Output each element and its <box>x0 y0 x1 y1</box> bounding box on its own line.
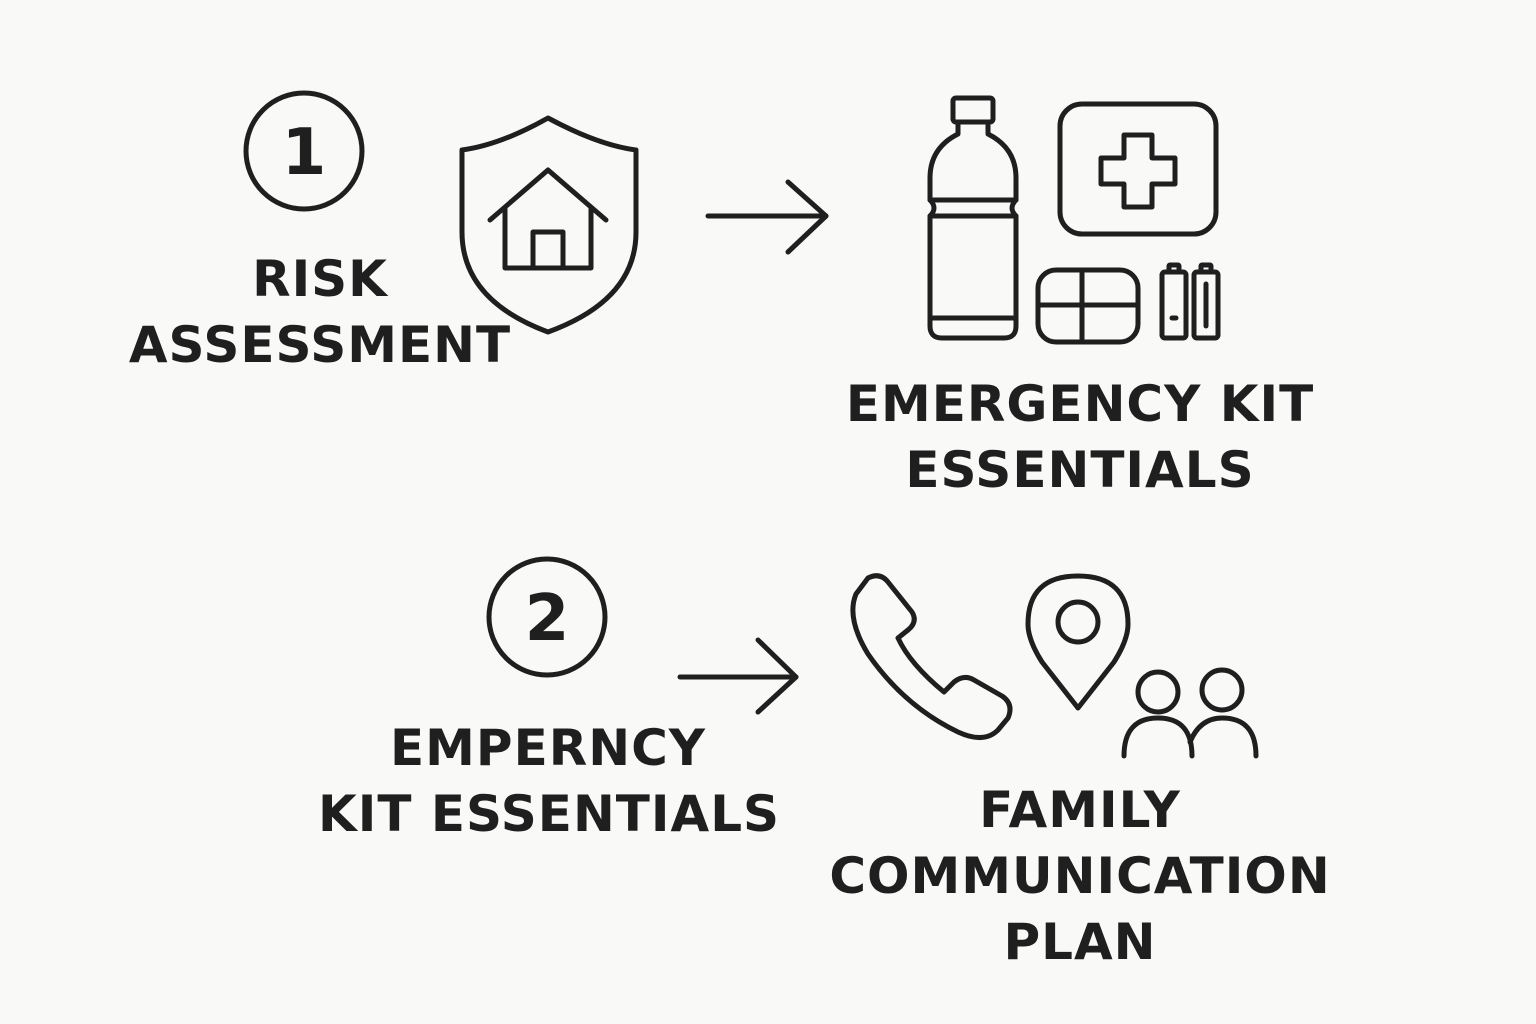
step-1-number: 1 <box>282 116 327 190</box>
batteries-icon <box>1159 262 1221 341</box>
shield-house-icon <box>459 115 639 335</box>
step-2-number: 2 <box>525 582 570 656</box>
label-line: RISK <box>252 250 388 308</box>
phone-icon <box>850 573 1013 740</box>
label-line: FAMILY <box>979 781 1181 839</box>
water-bottle-icon <box>927 95 1019 341</box>
label-line: ESSENTIALS <box>905 441 1255 499</box>
label-line: PLAN <box>1003 913 1157 971</box>
location-pin-icon <box>1025 573 1131 711</box>
risk-assessment-label: RISK ASSESSMENT <box>120 246 520 378</box>
first-aid-kit-icon <box>1057 101 1219 237</box>
family-communication-plan-label: FAMILY COMMUNICATION PLAN <box>820 777 1340 975</box>
step-2-badge: 2 <box>486 556 608 678</box>
step-1-badge: 1 <box>243 90 365 212</box>
label-line: KIT ESSENTIALS <box>318 785 781 843</box>
bandage-pouch-icon <box>1035 267 1141 345</box>
emergency-kit-essentials-label: EMERGENCY KIT ESSENTIALS <box>830 371 1330 503</box>
label-line: EMPERNCY <box>390 719 706 777</box>
arrow-right-icon <box>677 637 799 715</box>
arrow-right-icon <box>705 179 829 255</box>
emperncy-kit-essentials-label: EMPERNCY KIT ESSENTIALS <box>318 715 781 847</box>
label-line: EMERGENCY KIT <box>845 375 1315 433</box>
label-line: COMMUNICATION <box>829 847 1331 905</box>
family-people-icon <box>1121 667 1259 759</box>
label-line: ASSESSMENT <box>128 316 512 374</box>
